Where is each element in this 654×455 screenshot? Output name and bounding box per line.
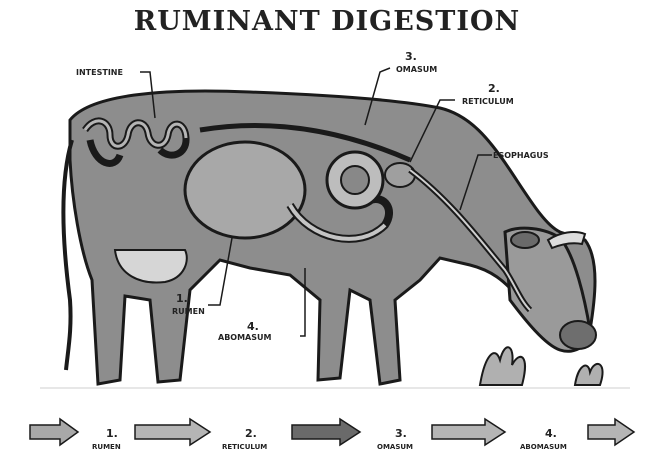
flow-step-1-label: RUMEN [92, 443, 121, 451]
flow-arrow-5 [588, 419, 634, 445]
label-omasum: OMASUM [396, 65, 437, 74]
flow-step-4-label: ABOMASUM [520, 443, 567, 451]
omasum-core [341, 166, 369, 194]
reticulum-organ [385, 163, 415, 187]
cow-snout [560, 321, 596, 349]
label-omasum-number: 3. [405, 50, 417, 63]
flow-step-4-number: 4. [545, 427, 557, 440]
cow-ear [511, 232, 539, 248]
label-rumen-number: 1. [176, 292, 188, 305]
flow-arrow-4 [432, 419, 505, 445]
flow-row: 1. RUMEN 2. RETICULUM 3. OMASUM 4. ABOMA… [30, 419, 634, 451]
label-rumen: RUMEN [172, 307, 205, 316]
flow-arrow-3 [292, 419, 360, 445]
label-intestine: INTESTINE [76, 68, 123, 77]
flow-step-2-number: 2. [245, 427, 257, 440]
grass-tuft-right [575, 364, 603, 385]
label-abomasum: ABOMASUM [218, 333, 272, 342]
flow-step-3-label: OMASUM [377, 443, 413, 451]
rumen-organ [185, 142, 305, 238]
grass-tuft-left [480, 347, 525, 385]
label-reticulum: RETICULUM [462, 97, 514, 106]
flow-step-2-label: RETICULUM [222, 443, 267, 451]
flow-arrow-1 [30, 419, 78, 445]
label-abomasum-number: 4. [247, 320, 259, 333]
label-reticulum-number: 2. [488, 82, 500, 95]
flow-arrow-2 [135, 419, 210, 445]
label-esophagus: ESOPHAGUS [493, 151, 549, 160]
flow-step-3-number: 3. [395, 427, 407, 440]
flow-step-1-number: 1. [106, 427, 118, 440]
